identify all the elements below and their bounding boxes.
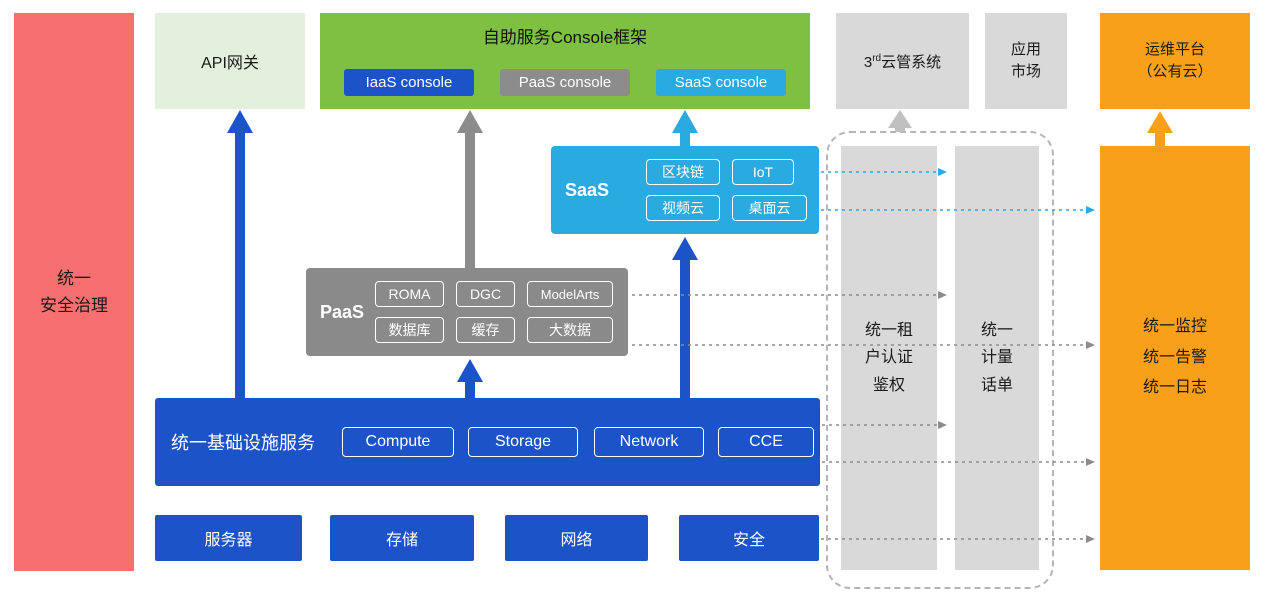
app-market-box: 应用 市场 — [985, 13, 1067, 109]
infra-item-cce: CCE — [718, 427, 814, 457]
hardware-security-box: 安全 — [679, 515, 819, 561]
paas-group-label: PaaS — [320, 301, 365, 322]
third-party-label: 3rd云管系统 — [863, 52, 942, 71]
tenant-auth-bar: 统一租 户认证 鉴权 — [841, 146, 937, 570]
saas-item-blockchain: 区块链 — [646, 159, 720, 185]
hardware-server-box: 服务器 — [155, 515, 302, 561]
infrastructure-box: 统一基础设施服务 Compute Storage Network CCE — [155, 398, 820, 486]
api-gateway-box: API网关 — [155, 13, 305, 109]
saas-group-box: SaaS 区块链 IoT 视频云 桌面云 — [551, 146, 819, 234]
console-buttons-row: IaaS console PaaS console SaaS console — [320, 69, 810, 96]
paas-item-database: 数据库 — [375, 317, 444, 343]
arrow-monitor-to-ops-icon — [1147, 111, 1173, 146]
metering-billing-bar: 统一 计量 话单 — [955, 146, 1039, 570]
arrow-infra-to-api-gateway-icon — [227, 110, 253, 398]
paas-item-cache: 缓存 — [456, 317, 515, 343]
security-governance-bar: 统一 安全治理 — [14, 13, 134, 571]
paas-group-box: PaaS ROMA DGC ModelArts 数据库 缓存 大数据 — [306, 268, 628, 356]
hardware-network-box: 网络 — [505, 515, 648, 561]
arrow-infra-to-saas-icon — [672, 237, 698, 398]
console-framework-title: 自助服务Console框架 — [482, 28, 648, 47]
hardware-storage-box: 存储 — [330, 515, 474, 561]
arrow-saas-to-console-icon — [672, 110, 698, 146]
arrow-paas-to-console-icon — [457, 110, 483, 268]
infra-item-network: Network — [594, 427, 704, 457]
console-framework-box: 自助服务Console框架 IaaS console PaaS console … — [320, 13, 810, 109]
saas-item-video-cloud: 视频云 — [646, 195, 720, 221]
paas-item-dgc: DGC — [456, 281, 515, 307]
infra-item-compute: Compute — [342, 427, 454, 457]
infrastructure-label: 统一基础设施服务 — [171, 433, 315, 453]
monitoring-alarm-log-bar: 统一监控 统一告警 统一日志 — [1100, 146, 1250, 570]
paas-console-node: PaaS console — [500, 69, 630, 96]
shared-services-dashed-container — [826, 131, 1054, 589]
paas-item-roma: ROMA — [375, 281, 444, 307]
infra-item-storage: Storage — [468, 427, 578, 457]
saas-console-node: SaaS console — [656, 69, 786, 96]
saas-group-label: SaaS — [565, 179, 610, 200]
arrow-shared-to-third-party-icon — [888, 110, 912, 132]
paas-item-modelarts: ModelArts — [527, 281, 613, 307]
saas-item-iot: IoT — [732, 159, 794, 185]
paas-item-bigdata: 大数据 — [527, 317, 613, 343]
third-party-cloud-box: 3rd云管系统 — [836, 13, 969, 109]
arrow-infra-to-paas-icon — [457, 359, 483, 398]
iaas-console-node: IaaS console — [344, 69, 474, 96]
ops-platform-box: 运维平台 （公有云） — [1100, 13, 1250, 109]
saas-item-desktop-cloud: 桌面云 — [732, 195, 807, 221]
